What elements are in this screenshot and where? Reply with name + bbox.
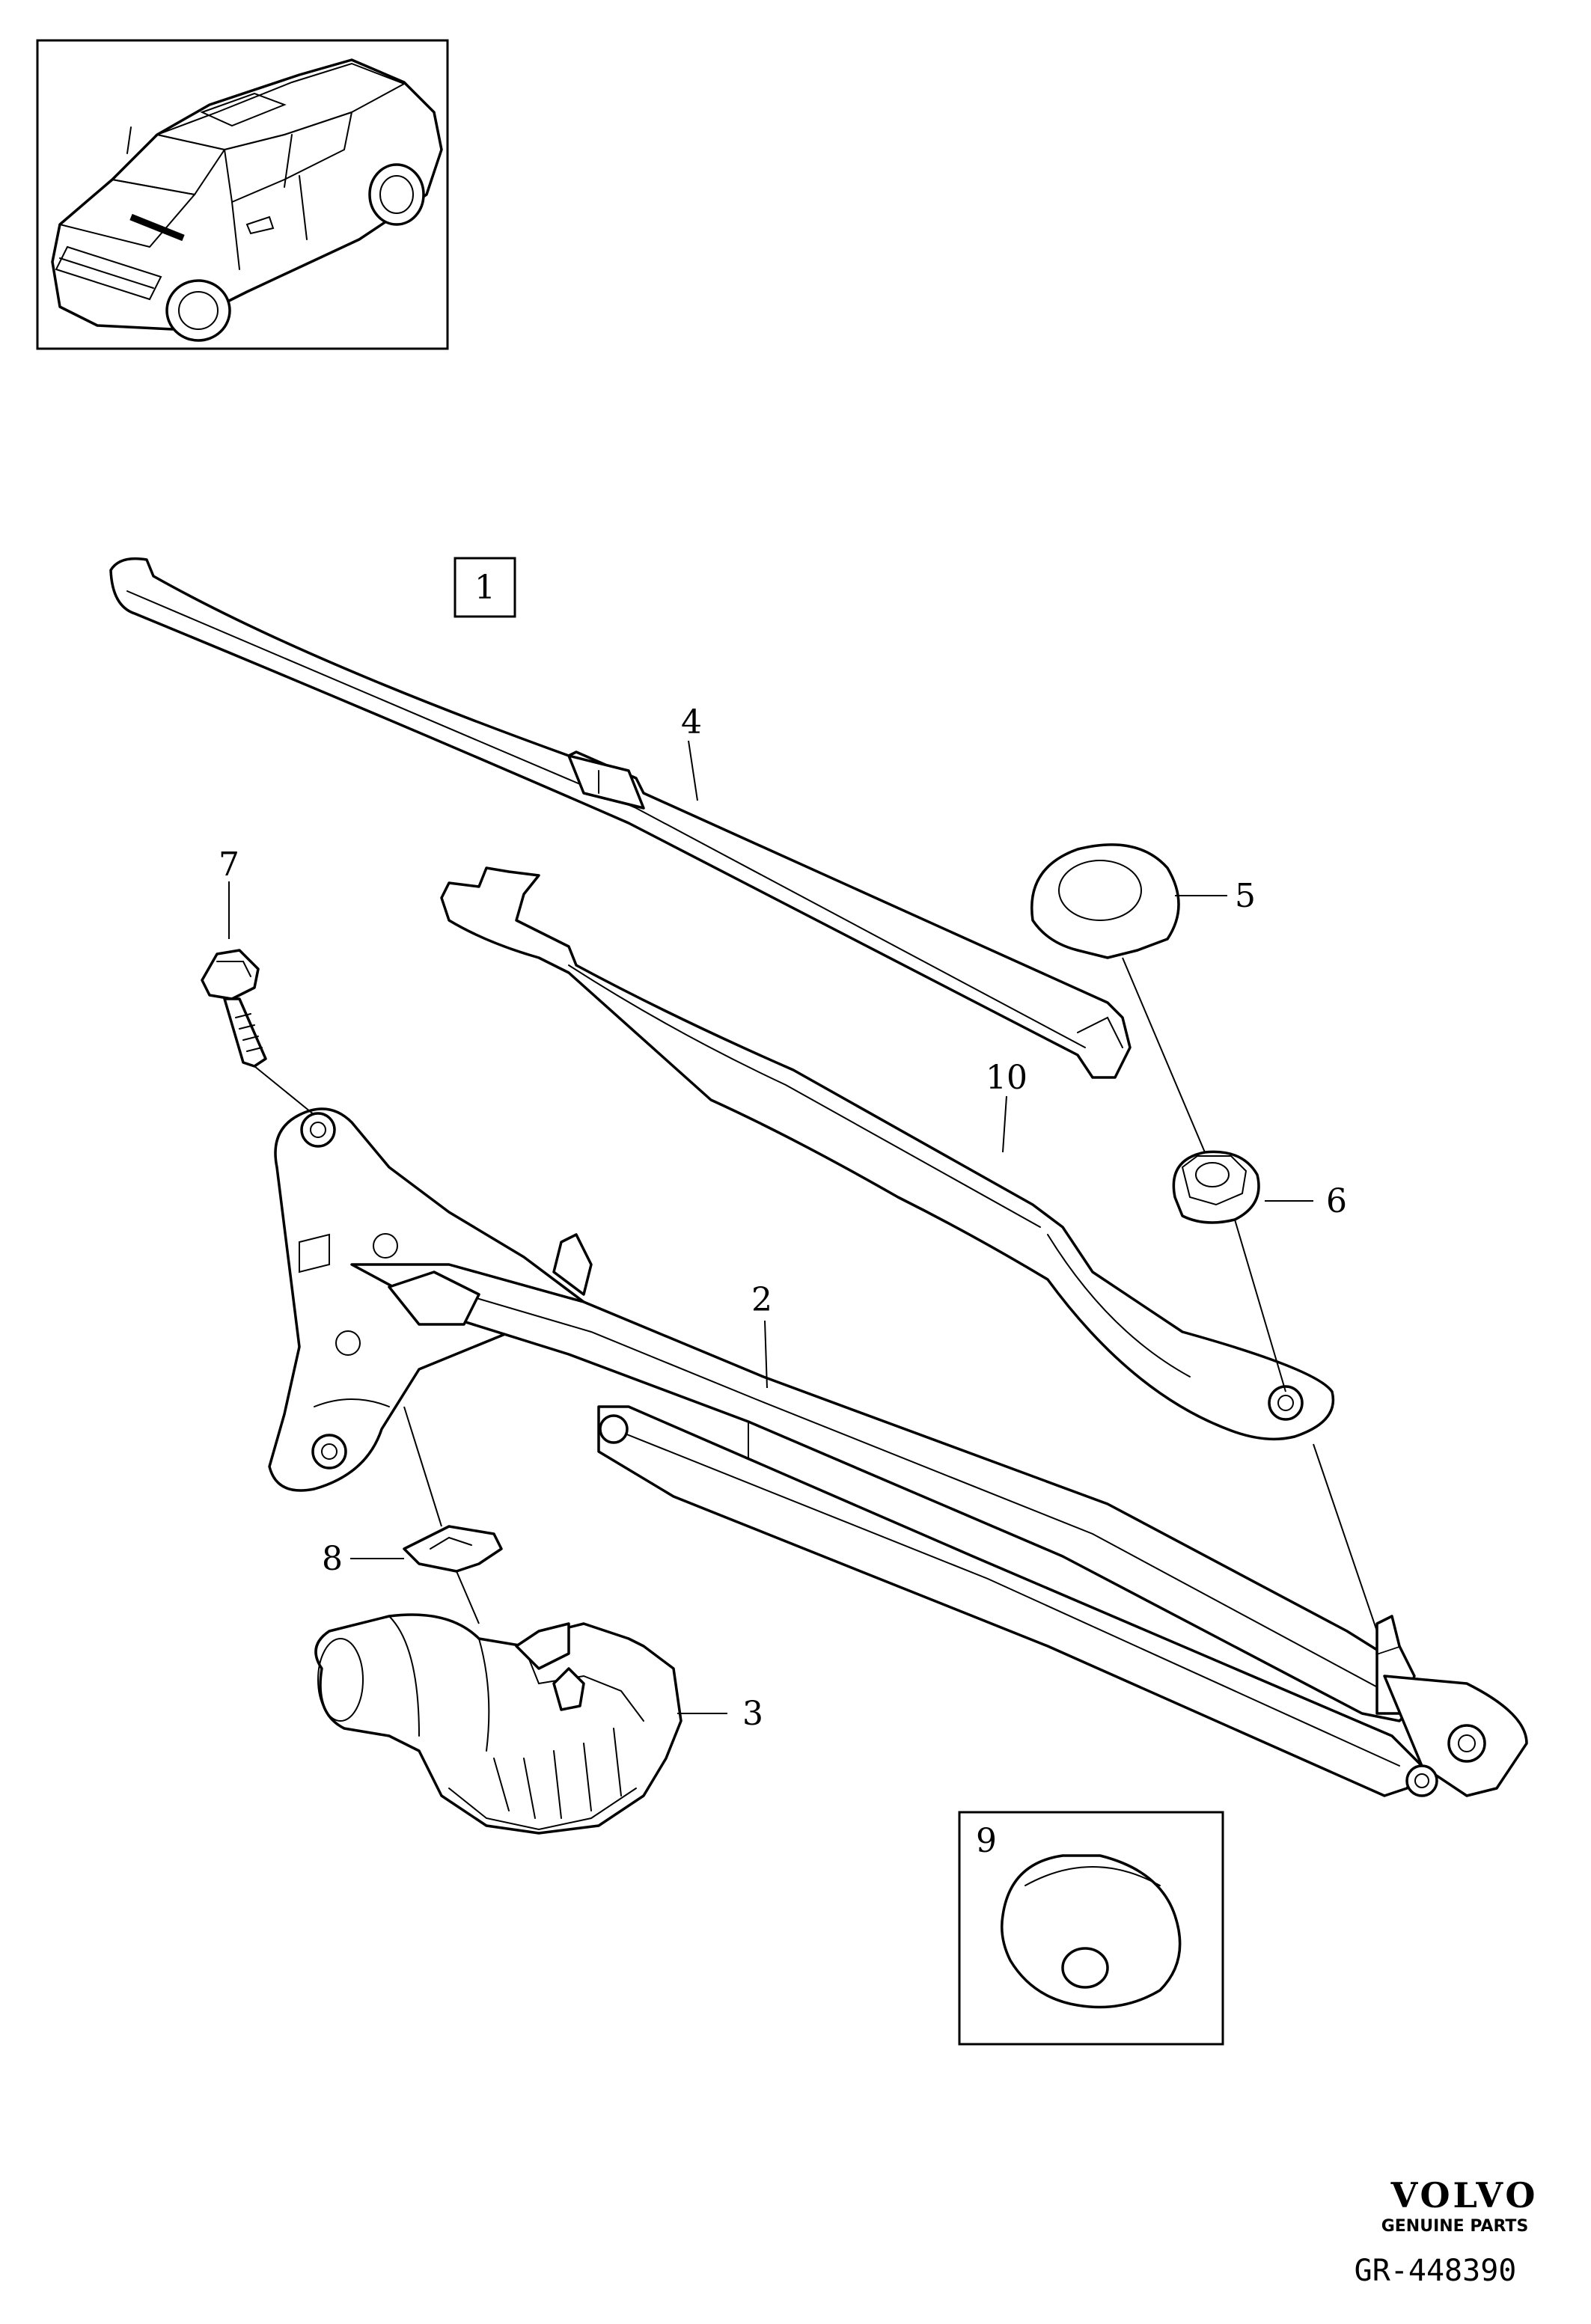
assembly-group-label: 1 [474,569,495,607]
wiper-linkage-frame [268,1107,1528,1797]
leader-lines [228,740,1378,1714]
callout-3: 3 [742,1695,763,1733]
clip [403,1525,503,1573]
callout-labels: 2 3 4 5 6 7 8 9 10 [219,703,1347,1860]
wiper-motor [314,1613,682,1835]
callout-4: 4 [681,703,702,741]
callout-8: 8 [322,1540,343,1578]
brand-tagline: GENUINE PARTS [1381,2217,1529,2236]
wiper-cap [1030,843,1180,959]
wiper-blade [109,557,1132,1079]
callout-5: 5 [1235,877,1256,915]
callout-9: 9 [976,1822,997,1860]
vehicle-locator-thumbnail [36,39,449,350]
brand-logo: VOLVO [1390,2175,1539,2216]
callout-7: 7 [219,845,239,884]
wiper-arm [440,866,1335,1441]
assembly-group-box: 1 [454,557,516,618]
bushing-detail-box [958,1811,1224,2046]
brand-block: VOLVO GENUINE PARTS GR-448390 [1355,2175,1539,2288]
callout-10: 10 [986,1059,1027,1097]
nut [1172,1150,1260,1224]
callout-2: 2 [751,1281,772,1319]
diagram-reference: GR-448390 [1355,2254,1517,2288]
bolt [201,949,267,1068]
callout-6: 6 [1326,1182,1347,1220]
